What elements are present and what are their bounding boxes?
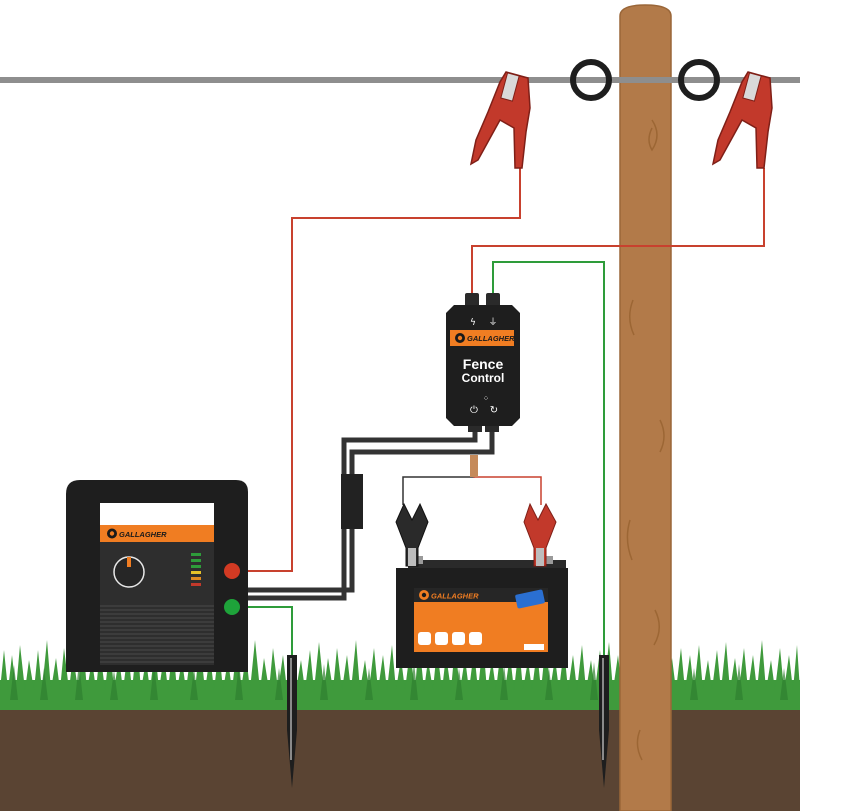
- fc-brand: GALLAGHER: [467, 334, 515, 343]
- stake: [599, 655, 609, 788]
- clip-icon: [469, 71, 531, 169]
- battery-positive-lead: [473, 462, 542, 505]
- energizer-earth-wire: [232, 606, 293, 660]
- lead-junction: [470, 455, 478, 477]
- energizer-handle-opening: [100, 503, 214, 525]
- battery-brand: GALLAGHER: [431, 592, 479, 601]
- battery-cells: [418, 632, 482, 645]
- energizer-vent: [100, 605, 214, 663]
- clip-icon: [523, 502, 557, 567]
- power-cable: [244, 424, 495, 593]
- battery-negative-lead: [402, 462, 475, 505]
- earth-ground-icon: ⏚: [488, 317, 497, 328]
- power-icon: ⏻: [470, 405, 478, 416]
- fc-title-line1: Fence: [463, 356, 504, 372]
- gallagher-logo-inner: [457, 335, 463, 341]
- energizer-unit: GALLAGHER: [66, 480, 248, 672]
- fence-wire-group: [0, 59, 800, 101]
- fence-control-earth-wire: [492, 261, 605, 655]
- soil: [0, 705, 800, 811]
- insulator-ring: [678, 59, 720, 101]
- energizer-brand: GALLAGHER: [119, 530, 167, 539]
- battery: GALLAGHER: [396, 556, 568, 668]
- energizer-led-bar: [191, 553, 201, 586]
- gallagher-logo-inner: [109, 531, 115, 536]
- gallagher-logo-inner: [421, 592, 427, 598]
- battery-top-cap: [408, 560, 566, 570]
- energizer-dial-pointer: [127, 557, 131, 567]
- fence-wire: [0, 77, 800, 83]
- clip-icon: [711, 71, 773, 169]
- stake: [287, 655, 297, 788]
- clip-jaw: [742, 72, 762, 102]
- fence-clip-right: [711, 71, 773, 169]
- fc-brand-strip: [450, 330, 514, 346]
- energizer-live-wire: [232, 168, 521, 572]
- fence-control-live-wire: [471, 168, 765, 296]
- clip-jaw: [500, 72, 520, 102]
- refresh-icon: ↻: [490, 405, 498, 416]
- earth-stake-left: [287, 655, 297, 788]
- fence-clip-left: [469, 71, 531, 169]
- fence-control-unit: ϟ ⏚ GALLAGHER Fence Control ⁘ ⏻ ↻: [446, 293, 520, 432]
- fence-pole: [619, 4, 672, 811]
- energizer-live-terminal: [224, 563, 240, 579]
- signal-icon: ⁘: [483, 394, 490, 403]
- energizer-earth-terminal: [224, 599, 240, 615]
- earth-stake-right: [599, 655, 609, 788]
- battery-label-top-band: [414, 588, 548, 602]
- inline-fuse: [341, 474, 363, 529]
- power-cable-b: [244, 424, 478, 601]
- lightning-icon: ϟ: [470, 318, 476, 328]
- battery-badge: [515, 589, 545, 609]
- battery-clip-negative: [395, 502, 429, 567]
- energizer-face: [100, 525, 214, 665]
- pole-wood-grain: [626, 119, 665, 761]
- battery-clip-positive: [523, 502, 557, 567]
- battery-barcode: [524, 644, 544, 650]
- insulator-ring: [570, 59, 612, 101]
- clip-icon: [395, 502, 429, 567]
- energizer-brand-strip: [100, 525, 214, 542]
- fc-title-line2: Control: [462, 371, 505, 385]
- pole-body: [619, 4, 672, 811]
- grass-blades-dark: [10, 662, 788, 700]
- wiring: [232, 168, 765, 660]
